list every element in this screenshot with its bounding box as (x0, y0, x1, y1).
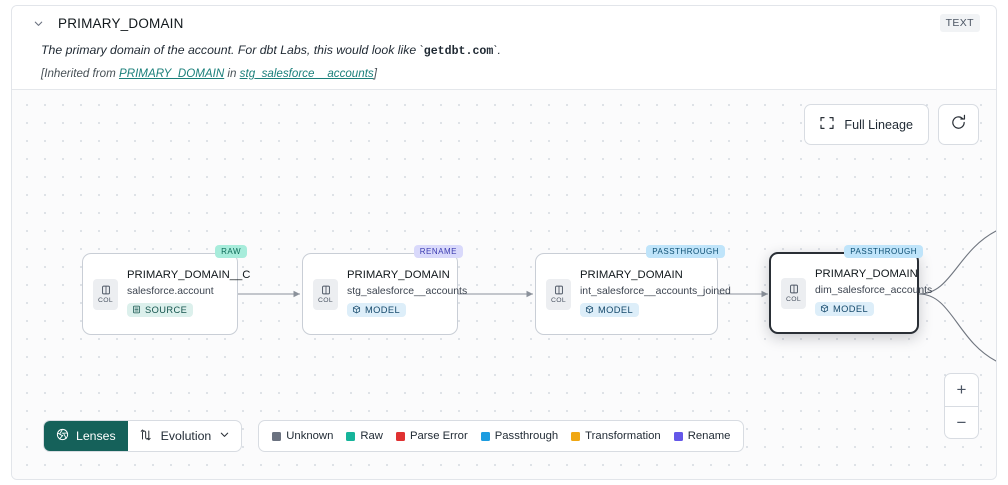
legend-label: Transformation (585, 430, 661, 442)
column-icon (554, 285, 563, 295)
legend-swatch-unknown (272, 431, 282, 441)
lenses-button[interactable]: Lenses (44, 421, 128, 451)
inherited-column-link[interactable]: PRIMARY_DOMAIN (118, 67, 225, 80)
legend-item: Passthrough (480, 430, 559, 442)
refresh-button[interactable] (938, 104, 979, 145)
node-body: PRIMARY_DOMAIN int_salesforce__accounts_… (580, 269, 731, 320)
column-description: The primary domain of the account. For d… (12, 40, 996, 60)
evolution-dropdown[interactable]: Evolution (128, 421, 242, 451)
node-kind-badge: MODEL (815, 301, 875, 316)
lineage-node-selected[interactable]: PASSTHROUGH COL PRIMARY_DOMAIN dim_sales… (769, 245, 932, 334)
lenses-label: Lenses (76, 429, 116, 443)
node-kind-badge: MODEL (347, 302, 407, 317)
node-tag: PASSTHROUGH (844, 245, 923, 258)
type-badge: TEXT (939, 14, 980, 32)
column-lineage-panel: PRIMARY_DOMAIN TEXT The primary domain o… (11, 5, 997, 480)
cube-icon (820, 304, 829, 313)
node-column-name: PRIMARY_DOMAIN (347, 268, 450, 281)
legend-label: Raw (360, 430, 383, 442)
column-icon (789, 284, 798, 294)
node-kind-badge: MODEL (580, 302, 640, 317)
node-kind-badge: SOURCE (127, 302, 194, 317)
inherited-mid: in (224, 67, 240, 80)
legend-item: Transformation (571, 430, 661, 442)
node-tag: PASSTHROUGH (646, 245, 725, 258)
node-table-name: salesforce.account (127, 285, 214, 297)
lineage-node[interactable]: RENAME COL PRIMARY_DOMAIN stg_salesforce… (302, 245, 467, 335)
legend-label: Rename (687, 430, 731, 442)
evolution-label: Evolution (160, 429, 212, 443)
chevron-down-icon (219, 429, 230, 443)
legend-item: Unknown (272, 430, 333, 442)
full-lineage-label: Full Lineage (844, 117, 913, 132)
col-label: COL (786, 296, 801, 303)
column-header: PRIMARY_DOMAIN TEXT The primary domain o… (12, 6, 996, 90)
database-icon (133, 306, 140, 314)
inherited-prefix: [Inherited from (41, 67, 119, 80)
sort-updown-icon (139, 428, 153, 445)
node-kind-label: SOURCE (145, 304, 188, 315)
col-label: COL (551, 297, 566, 304)
legend-item: Parse Error (395, 430, 468, 442)
cube-icon (585, 305, 594, 314)
description-prefix: The primary domain of the account. For d… (41, 43, 424, 57)
column-type-badge: COL (93, 278, 118, 310)
header-top-row: PRIMARY_DOMAIN TEXT (12, 6, 996, 40)
node-body: PRIMARY_DOMAIN dim_salesforce_accounts M… (815, 268, 932, 319)
node-table-name: stg_salesforce__accounts (347, 285, 468, 297)
description-code: getdbt.com (423, 45, 494, 58)
column-type-badge: COL (313, 278, 338, 310)
legend-label: Passthrough (494, 430, 559, 442)
node-kind-label: MODEL (598, 304, 634, 315)
node-column-name: PRIMARY_DOMAIN (815, 267, 918, 280)
description-suffix: `. (493, 43, 501, 57)
zoom-in-button[interactable]: + (956, 380, 967, 399)
zoom-controls: + − (944, 373, 979, 439)
node-kind-label: MODEL (365, 304, 401, 315)
inherited-model-link[interactable]: stg_salesforce__accounts (239, 67, 374, 80)
legend-swatch-parse-error (395, 431, 405, 441)
legend-swatch-rename (673, 431, 683, 441)
chevron-down-icon[interactable] (30, 15, 46, 31)
node-column-name: PRIMARY_DOMAIN (580, 268, 683, 281)
legend-swatch-transformation (571, 431, 581, 441)
expand-corners-icon (820, 116, 834, 133)
column-type-badge: COL (546, 278, 571, 310)
inherited-close: ] (373, 67, 377, 80)
canvas-controls: Full Lineage (804, 104, 979, 145)
inherited-from-note: [Inherited from PRIMARY_DOMAIN in stg_sa… (12, 60, 996, 82)
lineage-node[interactable]: RAW COL PRIMARY_DOMAIN__C salesforce.acc… (82, 245, 250, 335)
zoom-out-button[interactable]: − (945, 406, 978, 438)
canvas-bottom-bar: Lenses Evolution Unknown (43, 420, 745, 452)
legend-item: Rename (673, 430, 731, 442)
lineage-canvas[interactable]: Full Lineage + − RAW COL (12, 90, 996, 479)
node-tag: RENAME (413, 245, 463, 258)
legend-swatch-passthrough (480, 431, 490, 441)
legend-label: Unknown (286, 430, 334, 442)
node-column-name: PRIMARY_DOMAIN__C (127, 268, 251, 281)
full-lineage-button[interactable]: Full Lineage (804, 104, 929, 145)
col-label: COL (98, 297, 113, 304)
col-label: COL (318, 297, 333, 304)
aperture-icon (56, 428, 69, 444)
lineage-node[interactable]: PASSTHROUGH COL PRIMARY_DOMAIN int_sales… (535, 245, 731, 335)
node-table-name: int_salesforce__accounts_joined (580, 285, 731, 297)
refresh-icon (950, 114, 967, 136)
node-body: PRIMARY_DOMAIN stg_salesforce__accounts … (347, 269, 467, 320)
node-tag: RAW (215, 245, 247, 258)
legend-item: Raw (346, 430, 383, 442)
lineage-legend: Unknown Raw Parse Error Passthrough Tran… (258, 420, 745, 452)
legend-label: Parse Error (409, 430, 468, 442)
node-table-name: dim_salesforce_accounts (815, 284, 933, 296)
column-icon (101, 285, 110, 295)
column-type-badge: COL (781, 277, 806, 309)
node-body: PRIMARY_DOMAIN__C salesforce.account SOU… (127, 269, 250, 320)
lenses-evolution-group: Lenses Evolution (43, 420, 243, 452)
legend-swatch-raw (346, 431, 356, 441)
page-title: PRIMARY_DOMAIN (58, 15, 184, 31)
cube-icon (352, 305, 361, 314)
node-kind-label: MODEL (833, 303, 869, 314)
column-icon (321, 285, 330, 295)
